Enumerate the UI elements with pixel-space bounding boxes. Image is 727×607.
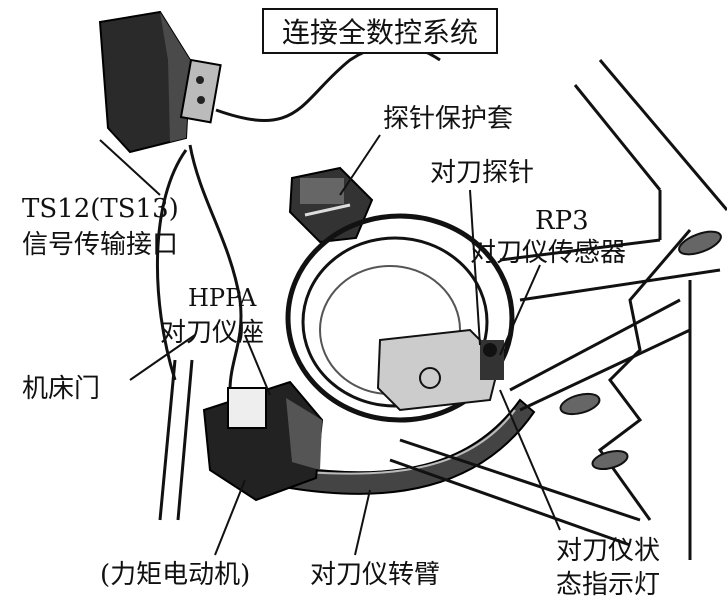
machine-structure	[390, 60, 727, 560]
ts12-interface-unit	[100, 12, 221, 152]
label-probe: 对刀探针	[430, 160, 534, 186]
label-torque-motor: (力矩电动机)	[100, 562, 250, 588]
label-hppa-base: 对刀仪座	[160, 320, 264, 346]
title-box: 连接全数控系统	[262, 8, 498, 54]
label-probe-cover: 探针保护套	[383, 106, 513, 132]
probe-mechanism	[378, 330, 504, 410]
label-ts12-interface: 信号传输接口	[22, 232, 178, 258]
label-rp3-model: RP3	[535, 208, 589, 234]
label-status-indicator-1: 对刀仪状	[556, 538, 660, 564]
torque-motor	[204, 382, 322, 500]
tool-setter-arm	[290, 400, 534, 494]
label-tool-setter-arm: 对刀仪转臂	[310, 562, 440, 588]
title-text: 连接全数控系统	[282, 11, 478, 51]
label-status-indicator-2: 态指示灯	[556, 572, 660, 598]
label-machine-door: 机床门	[22, 376, 100, 402]
probe-cover	[290, 168, 372, 242]
label-rp3-sensor: 对刀仪传感器	[470, 240, 626, 266]
label-hppa-model: HPPA	[188, 286, 256, 310]
machine-door-lines	[160, 360, 192, 520]
label-ts12-model: TS12(TS13)	[22, 196, 179, 222]
